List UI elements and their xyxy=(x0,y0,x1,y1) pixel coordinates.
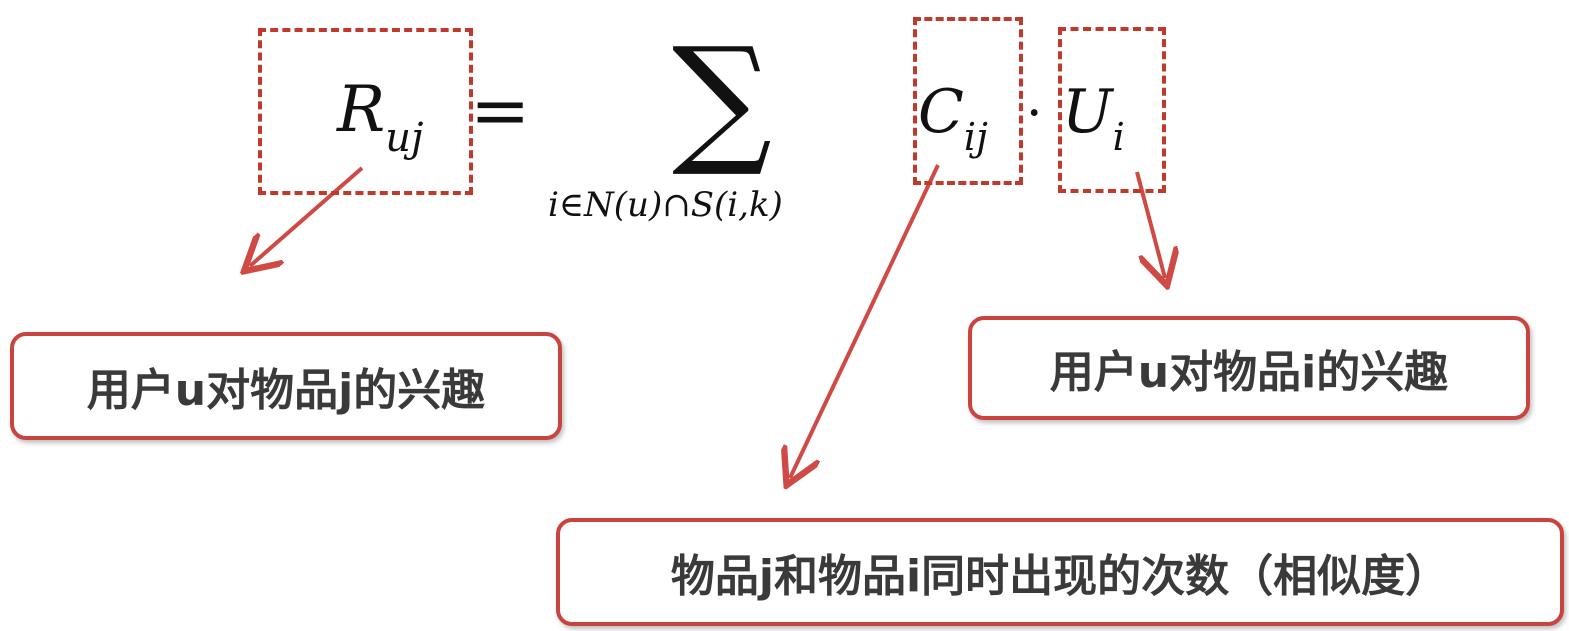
lhs-term: Ruj xyxy=(337,78,423,158)
arrow-similarity xyxy=(790,164,940,478)
multiplication-dot: · xyxy=(1026,84,1043,144)
interest-main: U xyxy=(1062,77,1113,147)
lhs-label: 用户u对物品j的兴趣 xyxy=(86,365,486,416)
equals-sign: = xyxy=(470,68,531,152)
lhs-label-box: 用户u对物品j的兴趣 xyxy=(10,332,562,440)
interest-label-box: 用户u对物品i的兴趣 xyxy=(968,316,1530,420)
summation-symbol: ∑ xyxy=(672,18,772,181)
similarity-subscript: ij xyxy=(963,115,988,159)
lhs-highlight-box xyxy=(258,28,473,195)
interest-label: 用户u对物品i的兴趣 xyxy=(1049,347,1449,398)
similarity-highlight-box xyxy=(913,17,1023,185)
similarity-label-box: 物品j和物品i同时出现的次数（相似度） xyxy=(556,518,1564,626)
arrow-lhs xyxy=(250,166,364,266)
summation-index: i∈N(u)∩S(i,k) xyxy=(548,185,783,225)
lhs-main: R xyxy=(337,73,386,147)
interest-highlight-box xyxy=(1058,27,1166,193)
lhs-subscript: uj xyxy=(385,115,424,161)
similarity-main: C xyxy=(918,77,964,147)
interest-subscript: i xyxy=(1112,115,1125,159)
interest-term: Ui xyxy=(1062,82,1125,156)
similarity-label: 物品j和物品i同时出现的次数（相似度） xyxy=(670,551,1450,602)
similarity-term: Cij xyxy=(918,82,988,156)
